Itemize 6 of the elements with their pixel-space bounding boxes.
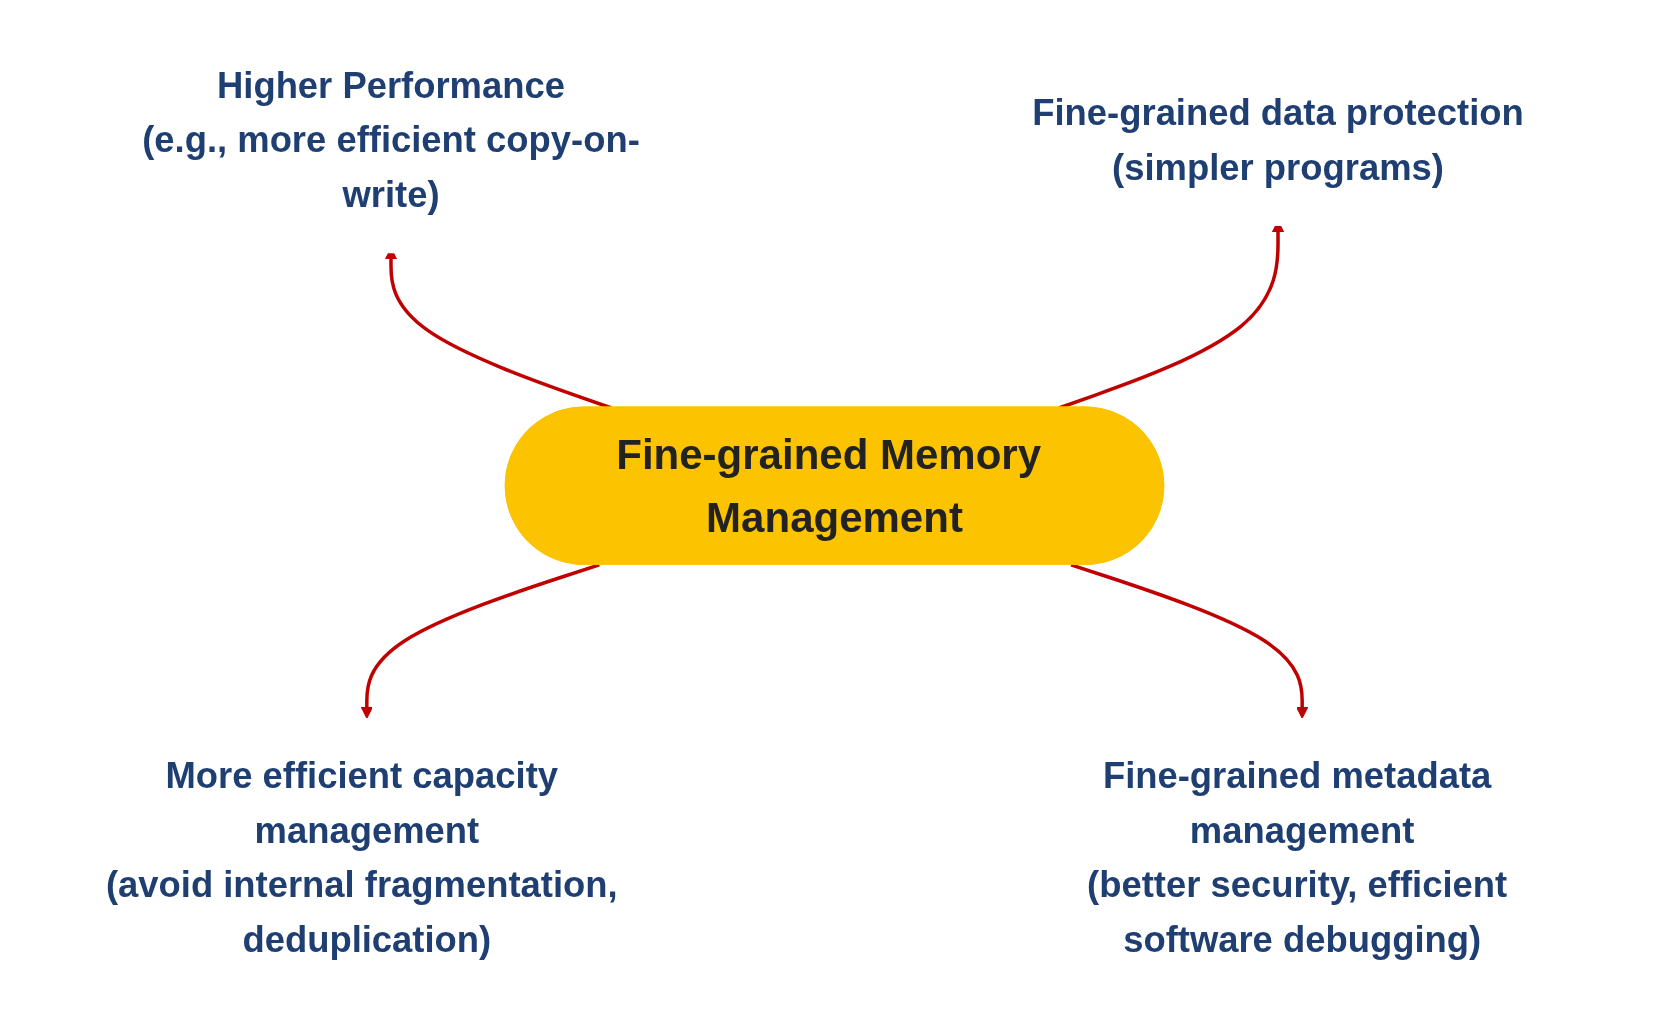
node-text: Fine-grained data protection (simpler programs) (1032, 91, 1524, 189)
node-text: Fine-grained metadata management (better security, efficient software debugging) (1087, 754, 1508, 961)
arrow (1070, 563, 1309, 719)
node-text: More efficient capacity management (avoid internal fragmentation, deduplication) (105, 754, 618, 961)
node-text: Higher Performance (e.g., more efficient copy-on-write) (142, 64, 640, 216)
arrow (360, 563, 600, 719)
